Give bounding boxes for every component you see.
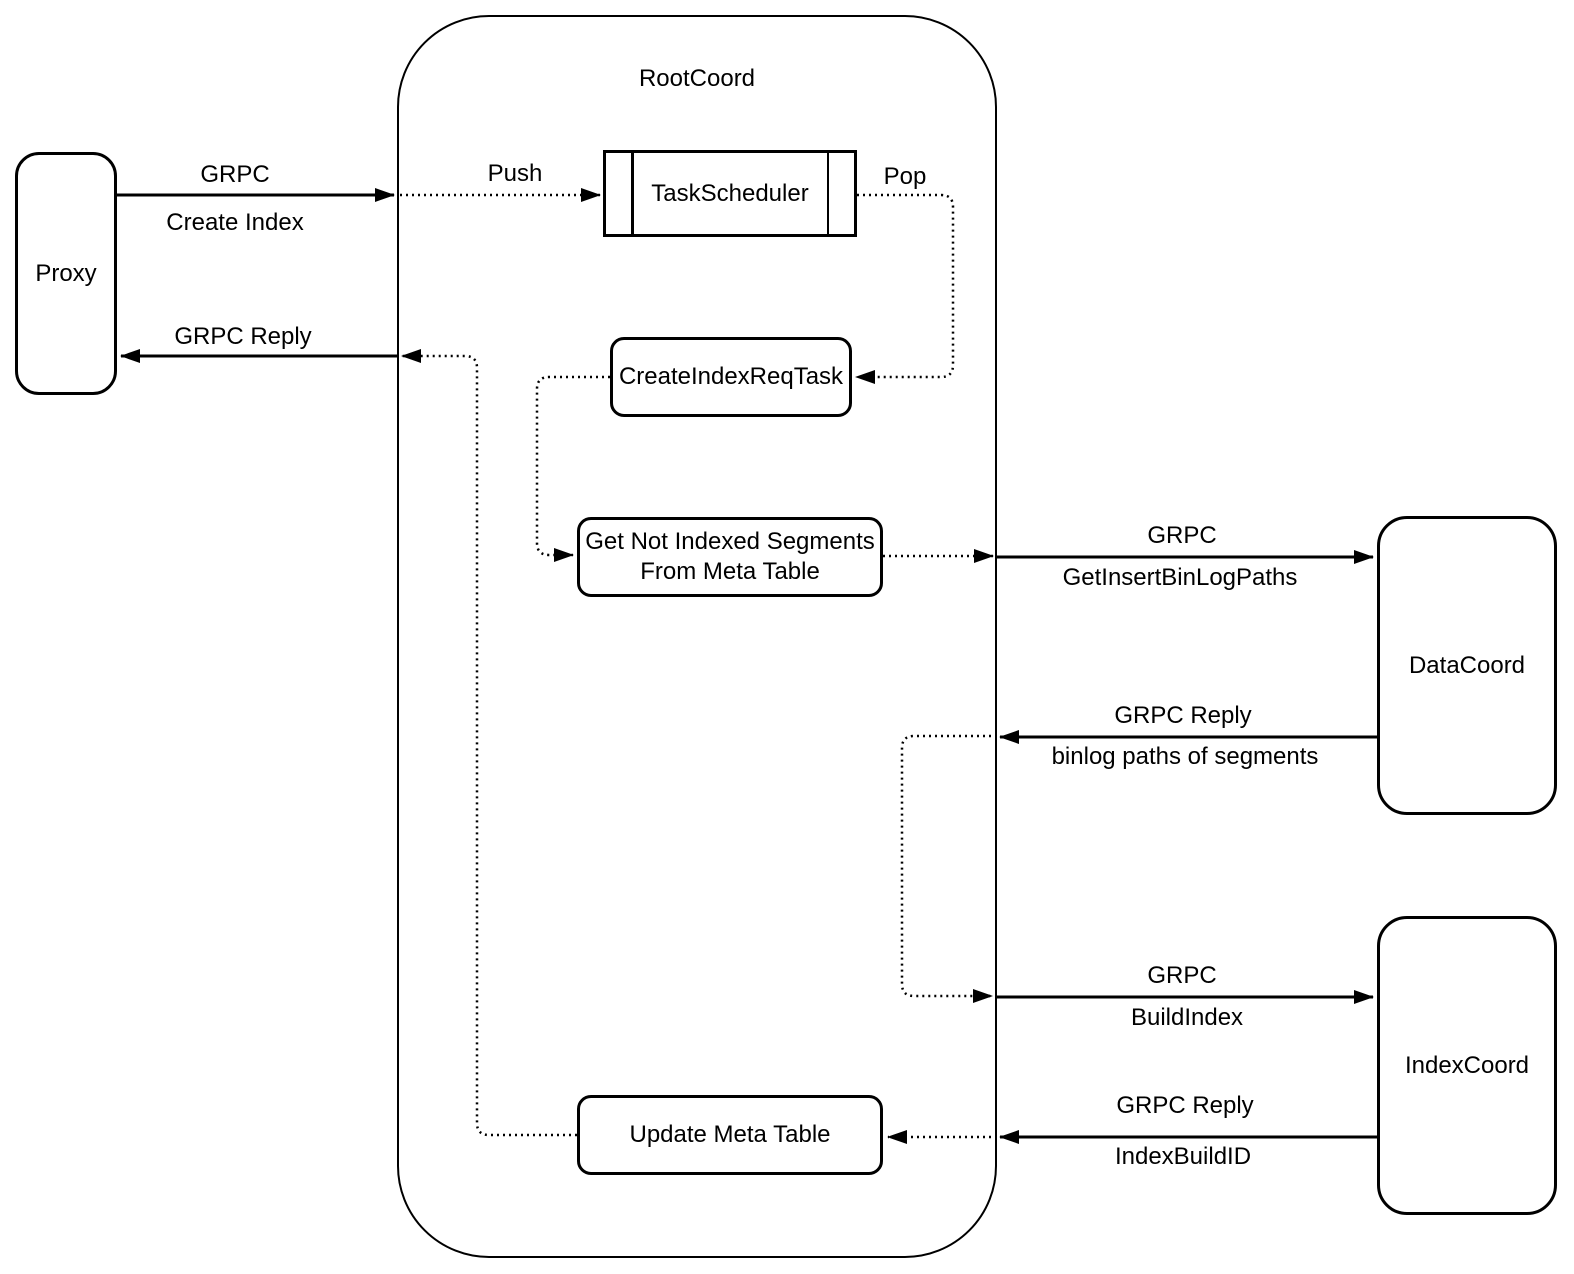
node-update-meta-table: Update Meta Table — [577, 1095, 883, 1175]
label-grpc-reply-proxy: GRPC Reply — [174, 323, 312, 350]
create-index-req-task-label: CreateIndexReqTask — [618, 363, 844, 390]
label-grpc-reply-binlog: GRPC Reply — [1114, 702, 1252, 729]
task-scheduler-left-bar — [631, 150, 634, 237]
label-push: Push — [487, 160, 543, 187]
label-create-index: Create Index — [166, 209, 304, 236]
label-indexbuildid: IndexBuildID — [1114, 1143, 1252, 1170]
rootcoord-label: RootCoord — [638, 65, 756, 92]
label-grpc-reply-indexbuild: GRPC Reply — [1116, 1092, 1254, 1119]
label-buildindex: BuildIndex — [1130, 1004, 1244, 1031]
update-meta-table-label: Update Meta Table — [629, 1121, 831, 1148]
node-index-coord: IndexCoord — [1377, 916, 1557, 1215]
node-get-not-indexed-segments: Get Not Indexed Segments From Meta Table — [577, 517, 883, 597]
edge-binlog-internal-loop — [900, 734, 997, 1003]
edge-updatemeta-to-border — [401, 349, 577, 1137]
label-getinsertbinlogpaths: GetInsertBinLogPaths — [1062, 564, 1298, 591]
label-grpc-create: GRPC — [200, 161, 270, 188]
get-not-indexed-line1: Get Not Indexed Segments — [585, 528, 875, 555]
node-task-scheduler: TaskScheduler — [603, 150, 857, 237]
proxy-label: Proxy — [35, 259, 97, 287]
edge-pop — [855, 193, 955, 384]
index-coord-label: IndexCoord — [1404, 1051, 1530, 1079]
label-pop: Pop — [883, 163, 927, 190]
label-grpc-getinsert: GRPC — [1147, 522, 1217, 549]
task-scheduler-right-bar — [826, 150, 829, 237]
label-grpc-buildindex: GRPC — [1147, 962, 1217, 989]
node-proxy: Proxy — [15, 152, 117, 395]
label-binlog-paths: binlog paths of segments — [1051, 743, 1319, 770]
edge-createtask-to-getsegments — [535, 375, 610, 562]
node-create-index-req-task: CreateIndexReqTask — [610, 337, 852, 417]
task-scheduler-label: TaskScheduler — [651, 179, 809, 207]
node-data-coord: DataCoord — [1377, 516, 1557, 815]
get-not-indexed-line2: From Meta Table — [640, 558, 820, 585]
data-coord-label: DataCoord — [1408, 651, 1526, 679]
